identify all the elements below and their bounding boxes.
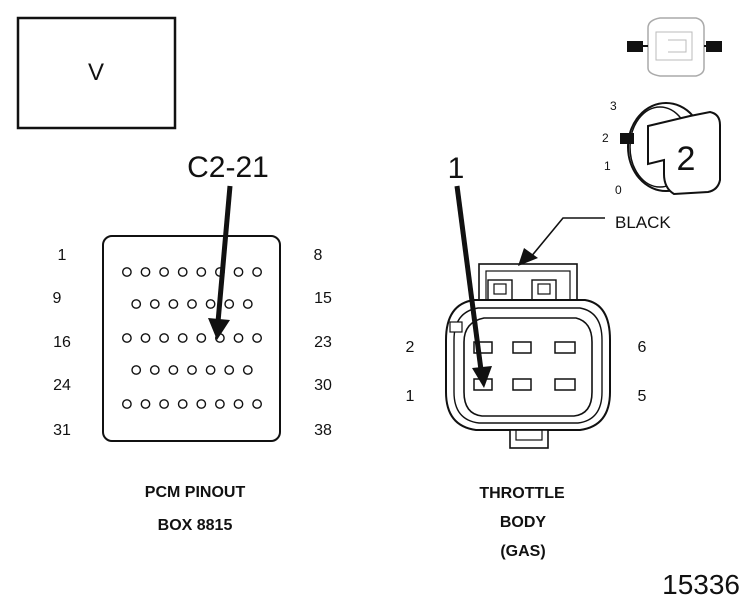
- ignition-position-3: 3: [610, 99, 617, 113]
- pcm-pin: [140, 399, 151, 409]
- pcm-row-start-label: 1: [58, 247, 67, 264]
- view-tag-letter: V: [88, 59, 104, 86]
- pcm-pin: [177, 267, 188, 277]
- pcm-callout: C2-21: [187, 151, 269, 340]
- pcm-row-end-label: 23: [314, 334, 332, 351]
- pcm-row-end-label: 15: [314, 290, 332, 307]
- pcm-pin: [140, 267, 151, 277]
- pcm-pin: [233, 399, 244, 409]
- pcm-pin: [149, 299, 160, 309]
- pcm-pin: [252, 333, 263, 343]
- pcm-pin: [122, 267, 132, 277]
- throttle-pin-label: 5: [638, 388, 647, 405]
- pcm-pin: [131, 365, 142, 375]
- pcm-pin: [140, 333, 151, 343]
- pcm-pin: [168, 299, 179, 309]
- throttle-body-connector: [445, 263, 611, 449]
- pcm-pin: [196, 267, 207, 277]
- wire-color-label: BLACK: [615, 213, 671, 232]
- ignition-position-2: 2: [602, 131, 609, 145]
- throttle-pin-label: 1: [406, 388, 415, 405]
- pcm-pin: [122, 333, 132, 343]
- pcm-pin: [214, 399, 225, 409]
- throttle-caption-line1: THROTTLE: [479, 485, 565, 502]
- pcm-pin: [205, 299, 216, 309]
- pcm-pin: [242, 365, 253, 375]
- throttle-pin-label: 6: [638, 339, 647, 356]
- pcm-pin: [233, 333, 244, 343]
- pcm-pin: [205, 365, 216, 375]
- ignition-key-position: 2: [677, 140, 696, 178]
- pcm-pin: [168, 365, 179, 375]
- pcm-row-start-label: 9: [53, 290, 62, 307]
- throttle-caption-line2: BODY: [500, 514, 547, 531]
- pcm-row-end-label: 8: [314, 247, 323, 264]
- pcm-pin: [159, 333, 170, 343]
- pcm-caption-line2: BOX 8815: [158, 517, 233, 534]
- pcm-caption-line1: PCM PINOUT: [145, 484, 246, 501]
- pcm-pin: [242, 299, 253, 309]
- pcm-pin: [252, 399, 263, 409]
- pcm-pin: [252, 267, 263, 277]
- view-tag: V: [16, 16, 177, 130]
- pcm-pin: [224, 365, 235, 375]
- pcm-pin: [233, 267, 244, 277]
- pcm-pin: [131, 299, 142, 309]
- pcm-callout-label: C2-21: [187, 151, 269, 184]
- connector-icon: [627, 17, 722, 77]
- pcm-pin: [224, 299, 235, 309]
- pcm-row-start-label: 31: [53, 422, 71, 439]
- pcm-row-end-label: 38: [314, 422, 332, 439]
- pcm-row-end-label: 30: [314, 377, 332, 394]
- throttle-pin-label: 2: [406, 339, 415, 356]
- pcm-connector: [102, 235, 281, 442]
- pcm-pin: [122, 399, 132, 409]
- pcm-pin: [187, 299, 197, 309]
- throttle-callout-label: 1: [448, 152, 465, 185]
- pcm-pin: [177, 399, 188, 409]
- ignition-key-icon: 3 2 1 0 2: [602, 99, 721, 197]
- pcm-pin: [177, 333, 188, 343]
- wire-color-callout: BLACK: [518, 213, 671, 266]
- pcm-pin: [196, 399, 207, 409]
- ignition-position-1: 1: [604, 159, 611, 173]
- pcm-pin: [187, 365, 197, 375]
- throttle-caption-line3: (GAS): [500, 543, 545, 560]
- pcm-row-start-label: 24: [53, 377, 71, 394]
- figure-number: 15336: [662, 569, 740, 600]
- pcm-row-labels: 1 9 16 24 31 8 15 23 30 38: [53, 247, 332, 439]
- pcm-pin: [196, 333, 207, 343]
- pcm-pin: [159, 399, 170, 409]
- throttle-callout: 1: [448, 152, 492, 388]
- pcm-pin-grid: [122, 267, 263, 409]
- pcm-pin: [159, 267, 170, 277]
- ignition-position-0: 0: [615, 183, 622, 197]
- pcm-row-start-label: 16: [53, 334, 71, 351]
- pcm-pin: [149, 365, 160, 375]
